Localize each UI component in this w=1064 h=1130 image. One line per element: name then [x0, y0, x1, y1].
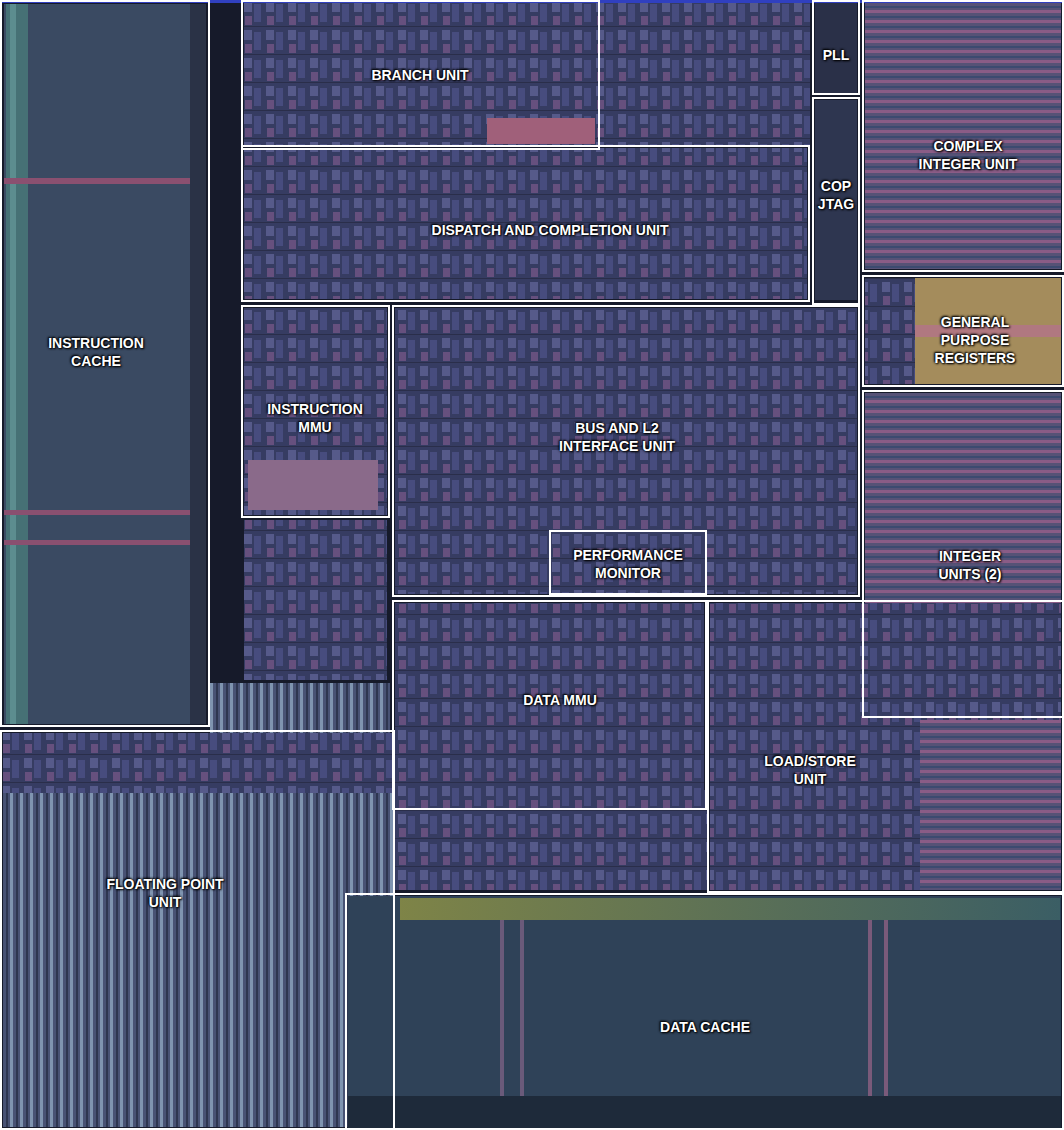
chip-region: INSTRUCTION MMU [241, 305, 390, 518]
region-label: DISPATCH AND COMPLETION UNIT [420, 221, 680, 239]
region-label: DATA CACHE [625, 1018, 785, 1036]
chip-region: COMPLEX INTEGER UNIT [862, 0, 1064, 272]
region-label: BUS AND L2 INTERFACE UNIT [547, 419, 687, 455]
chip-region: LOAD/STORE UNIT [707, 600, 1064, 893]
region-label: INSTRUCTION CACHE [36, 334, 156, 370]
region-label: COP JTAG [814, 177, 858, 213]
region-label: BRANCH UNIT [340, 66, 500, 84]
chip-region: BRANCH UNIT [241, 0, 600, 150]
chip-region: PERFORMANCE MONITOR [549, 530, 707, 595]
chip-region: PERFORMANCE MONITOR BUS AND L2 INTERFACE … [392, 305, 860, 597]
chip-region: INTEGER UNITS (2) [862, 390, 1064, 718]
region-label: INTEGER UNITS (2) [925, 547, 1015, 583]
chip-region: COP JTAG [812, 97, 860, 305]
region-label: LOAD/STORE UNIT [750, 752, 870, 788]
chip-region: DATA CACHE [345, 893, 1064, 1130]
chip-region: INSTRUCTION CACHE [0, 0, 210, 727]
region-label: PLL [814, 46, 858, 64]
region-label: COMPLEX INTEGER UNIT [913, 137, 1023, 173]
chip-region: PLL [812, 0, 860, 95]
chip-region: DATA MMU [392, 600, 707, 810]
region-label: FLOATING POINT UNIT [105, 875, 225, 911]
region-label: INSTRUCTION MMU [255, 400, 375, 436]
chip-region: DISPATCH AND COMPLETION UNIT [241, 145, 810, 302]
region-label: GENERAL PURPOSE REGISTERS [915, 313, 1035, 368]
region-label: DATA MMU [520, 691, 600, 709]
chip-region: GENERAL PURPOSE REGISTERS [862, 275, 1064, 387]
region-label: PERFORMANCE MONITOR [558, 546, 698, 582]
chip-region: FLOATING POINT UNIT [0, 730, 395, 1130]
